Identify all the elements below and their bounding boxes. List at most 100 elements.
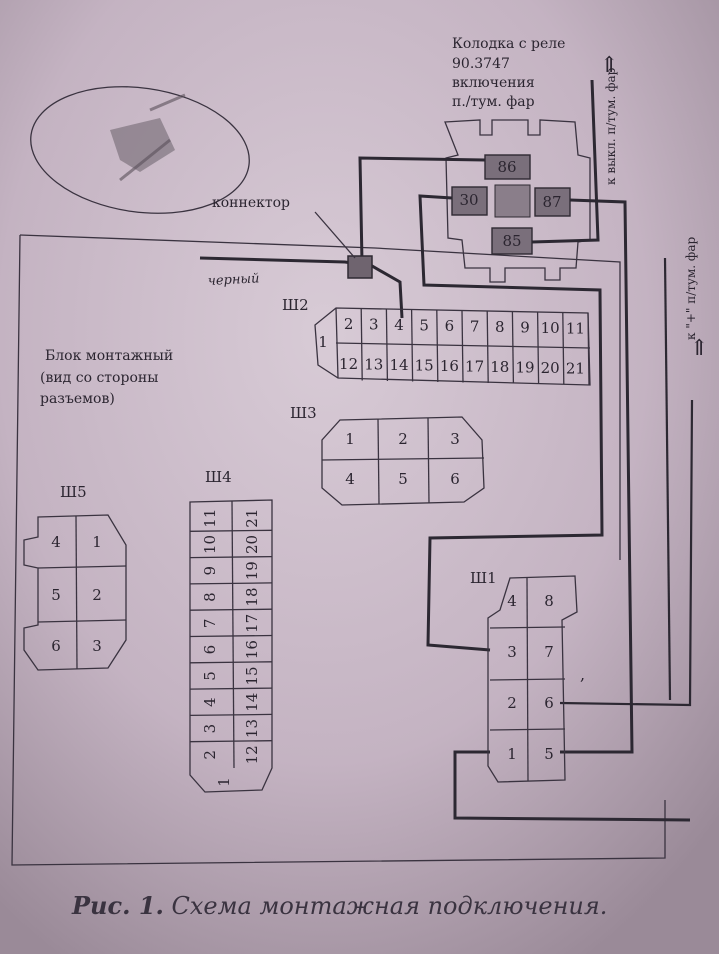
sh2-pin-20: 20	[541, 359, 560, 377]
sh4-pin-11: 11	[201, 509, 219, 528]
sh4-pin-17: 17	[243, 614, 261, 633]
relay-center	[494, 184, 531, 218]
connector-block	[347, 255, 373, 279]
sh4-pin-16: 16	[243, 640, 261, 659]
sh2-pin-8: 8	[495, 318, 505, 336]
switch-arrow: ⇑	[600, 53, 618, 78]
sh3-pin-3: 3	[450, 430, 460, 448]
sh3-pin-4: 4	[345, 470, 355, 488]
sh2-pin-16: 16	[440, 357, 459, 375]
connector-label: коннектор	[212, 195, 290, 211]
sh3-pin-1: 1	[345, 430, 355, 448]
relay-pin-87-label: 87	[542, 193, 561, 211]
sh5-pin-3: 3	[92, 637, 102, 655]
sh4-pin-6: 6	[201, 645, 219, 655]
connector-leader	[314, 211, 356, 259]
relay-caption-line-2: 90.3747	[452, 56, 510, 72]
switch-label: к выкл. п/тум. фар	[604, 67, 618, 185]
sh3-title: Ш3	[290, 404, 317, 422]
relay-caption-line-1: Колодка с реле	[452, 36, 565, 52]
sh1-pin-7: 7	[544, 643, 554, 661]
sh1-pin-4: 4	[507, 592, 517, 610]
mount-block-line-2: (вид со стороны	[40, 370, 158, 386]
relay-socket: 86 30 87 85	[444, 119, 591, 283]
relay-caption-line-3: включения	[452, 75, 535, 91]
sh2-pin-2: 2	[344, 315, 354, 333]
sh4-pin-10: 10	[201, 535, 219, 554]
sh2-title: Ш2	[282, 296, 309, 314]
relay-caption-line-4: п./тум. фар	[452, 94, 535, 110]
sh2-pin-9: 9	[520, 319, 530, 337]
connector-photo-inset	[30, 86, 250, 214]
mount-block-line-1: Блок монтажный	[45, 348, 173, 364]
mount-block-title: Блок монтажный (вид со стороны разъемов)	[40, 348, 173, 407]
plus-arrow: ⇑	[690, 336, 708, 361]
relay-pin-87	[534, 187, 571, 217]
mount-block-line-3: разъемов)	[40, 391, 115, 407]
sh2-pin-19: 19	[515, 359, 534, 377]
sh2-pin-7: 7	[470, 318, 480, 336]
sh4-pin-3: 3	[201, 724, 219, 734]
sh1-pin-1: 1	[507, 745, 517, 763]
sh3-pin-2: 2	[398, 430, 408, 448]
sh1-pin-2: 2	[507, 694, 517, 712]
sh2-pin-10: 10	[541, 319, 560, 337]
sh4-pin-21: 21	[243, 509, 261, 528]
sh4-pin-1: 1	[215, 777, 233, 787]
sh2-pin-1: 1	[318, 333, 328, 351]
sh1-pin-8: 8	[544, 592, 554, 610]
relay-pin-30	[451, 186, 488, 216]
mount-block-frame-top	[19, 234, 621, 560]
sh2-pin-17: 17	[465, 358, 484, 376]
sh1-mark: ,	[580, 665, 585, 684]
figure-caption-text: Схема монтажная подключения.	[164, 892, 607, 920]
sh2-pin-13: 13	[364, 356, 383, 374]
sh1-pin-5: 5	[544, 745, 554, 763]
sh5-pin-6: 6	[51, 637, 61, 655]
sh3-pin-5: 5	[398, 470, 408, 488]
sh2-pin-5: 5	[419, 317, 429, 335]
sh5-pin-4: 4	[51, 533, 61, 551]
figure-caption: Рис. 1. Схема монтажная подключения.	[71, 891, 607, 920]
figure-caption-number: Рис. 1.	[71, 891, 164, 920]
sh4-pin-13: 13	[243, 719, 261, 738]
sh4-pin-14: 14	[243, 693, 261, 712]
sh2-pin-11: 11	[566, 320, 585, 338]
sh2-pin-3: 3	[369, 316, 379, 334]
mount-block-frame-bottom	[11, 234, 666, 866]
sh3-pin-6: 6	[450, 470, 460, 488]
sh5-title: Ш5	[60, 483, 87, 501]
sh5-pin-2: 2	[92, 586, 102, 604]
sh4-pin-18: 18	[243, 588, 261, 607]
sh1-pin-3: 3	[507, 643, 517, 661]
sh2-pin-14: 14	[389, 356, 408, 374]
sh4-title: Ш4	[205, 468, 232, 486]
sh4-pin-8: 8	[201, 592, 219, 602]
sh4-pin-9: 9	[201, 566, 219, 576]
sh4-pin-12: 12	[243, 745, 261, 764]
sh2-pin-4: 4	[394, 316, 404, 334]
sh4-pin-20: 20	[243, 535, 261, 554]
sh5-pin-1: 1	[92, 533, 102, 551]
relay-pin-85-label: 85	[502, 232, 521, 250]
sh1-pin-6: 6	[544, 694, 554, 712]
sh4-pin-19: 19	[243, 561, 261, 580]
sh4-pin-5: 5	[201, 671, 219, 681]
sh2-pin-15: 15	[415, 357, 434, 375]
sh4-pin-15: 15	[243, 666, 261, 685]
sh2-pin-12: 12	[339, 355, 358, 373]
plus-label: к "+" п/тум. фар	[684, 237, 698, 340]
sh4-pin-7: 7	[201, 619, 219, 629]
connector-sh1: Ш1 4 8 3 7 2 6 1 5 ,	[470, 569, 585, 783]
relay-pin-86	[484, 154, 531, 180]
relay-pin-85	[491, 227, 533, 255]
sh2-pin-6: 6	[445, 317, 455, 335]
black-wire-label: черный	[207, 271, 259, 289]
sh2-pin-18: 18	[490, 358, 509, 376]
sh1-title: Ш1	[470, 569, 497, 587]
relay-pin-30-label: 30	[459, 191, 478, 209]
